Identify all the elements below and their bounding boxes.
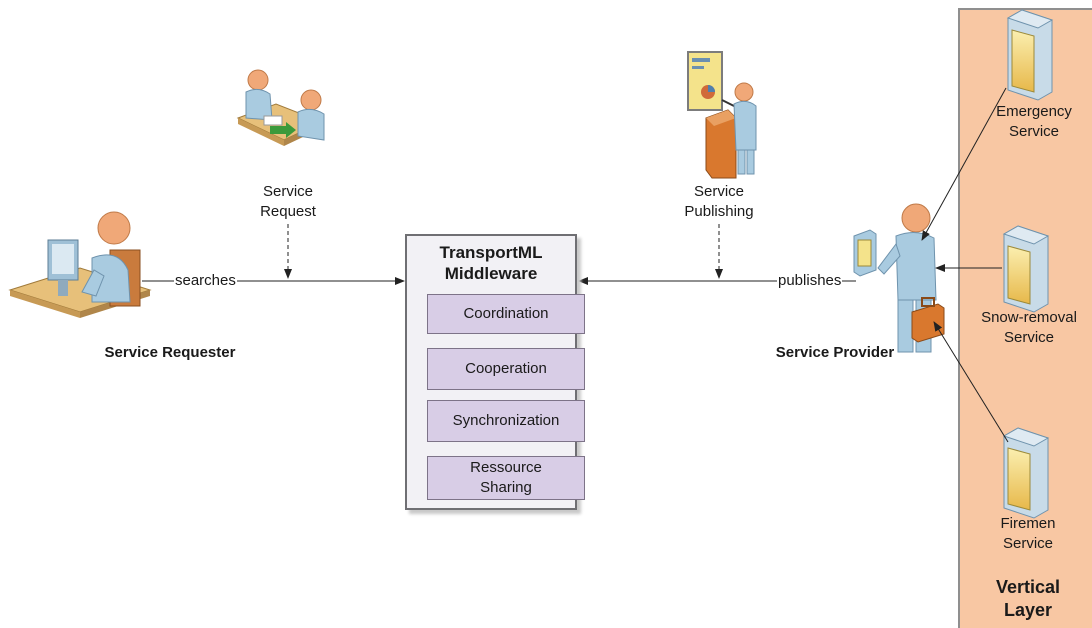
service-requester-icon <box>8 211 152 318</box>
service-request-icon <box>236 69 325 146</box>
emergency-edge <box>921 87 1007 241</box>
service-request-label: Service Request <box>260 183 316 220</box>
component-cooperation: Cooperation <box>427 348 585 390</box>
middleware-box: TransportML Middleware Coordination Coop… <box>405 234 585 510</box>
emergency-service-label: Emergency Service <box>996 103 1072 140</box>
service-publishing-label: Service Publishing <box>684 183 754 220</box>
service-provider-icon <box>853 203 945 353</box>
component-synchronization: Synchronization <box>427 400 585 442</box>
vertical-layer-panel <box>958 8 1092 628</box>
firemen-edge <box>933 321 1009 443</box>
firemen-server-icon <box>1002 427 1050 519</box>
middleware-title: TransportML Middleware <box>439 243 543 283</box>
vertical-layer-title: Vertical Layer <box>995 577 1061 620</box>
service-publishing-icon <box>687 51 757 179</box>
searches-label: searches <box>174 272 237 290</box>
publishes-label: publishes <box>777 272 843 290</box>
snow-removal-service-label: Snow-removal Service <box>981 309 1077 346</box>
service-provider-label: Service Provider <box>775 344 895 361</box>
service-requester-label: Service Requester <box>104 344 236 361</box>
emergency-service-server-icon <box>1006 9 1054 101</box>
snow-removal-server-icon <box>1002 225 1050 313</box>
component-resource-sharing: Ressource Sharing <box>427 456 585 500</box>
firemen-service-label: Firemen Service <box>1000 515 1056 552</box>
component-coordination: Coordination <box>427 294 585 334</box>
